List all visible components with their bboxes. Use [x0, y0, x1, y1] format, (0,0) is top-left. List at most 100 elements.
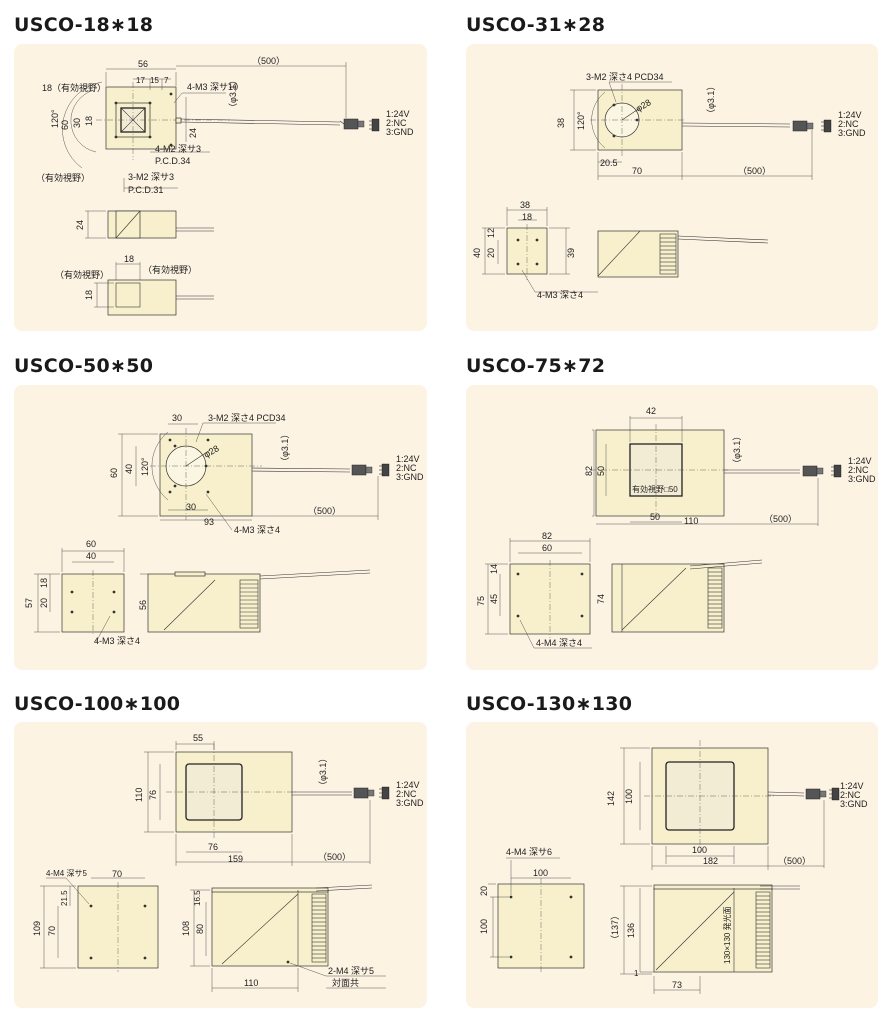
- dim-20-31: 20: [486, 248, 496, 258]
- dim-60: 60: [60, 120, 70, 130]
- m4b-label-100: 2-M4 深サ5: [328, 966, 374, 976]
- pin-1-label-50: 1:24V: [396, 454, 420, 464]
- drawing-usco-100-top-view: [144, 741, 390, 866]
- dim-182: 182: [703, 856, 718, 866]
- dim-70-31: 70: [632, 166, 642, 176]
- dim-18-31: 18: [522, 212, 532, 222]
- dim-57: 57: [24, 598, 34, 608]
- dim-1: 1: [634, 969, 639, 978]
- m3-label-31: 4-M3 深さ4: [537, 290, 583, 300]
- drawing-usco-31-side-view: [597, 230, 769, 278]
- dim-110b-100: 110: [244, 978, 258, 988]
- m2-label-50: 3-M2 深さ4 PCD34: [208, 413, 286, 423]
- dim-110-75: 110: [684, 516, 698, 526]
- dim-20-50: 20: [39, 598, 49, 608]
- dim-205: 20.5: [600, 158, 618, 168]
- dim-165: 16.5: [193, 890, 202, 906]
- dim-60t-50: 60: [86, 539, 96, 549]
- pin-1-label-100: 1:24V: [396, 780, 420, 790]
- pcd31-label: P.C.D.31: [128, 185, 163, 195]
- drawing-usco-18-bottom-view: [94, 262, 214, 316]
- dim-82t-75: 82: [542, 531, 552, 541]
- pin-1-label-75: 1:24V: [848, 456, 872, 466]
- m3-label-50: 4-M3 深さ4: [234, 525, 280, 535]
- model-title-usco-31: USCO-31∗28: [466, 14, 606, 36]
- dim-24: 24: [188, 128, 198, 138]
- phi-label-75: （φ3.1）: [732, 432, 742, 468]
- dim-76b-100: 76: [208, 842, 218, 852]
- dim-18v: 18: [84, 116, 94, 126]
- dim-12-31: 12: [486, 228, 496, 238]
- fov-left-label: （有効視野）: [36, 172, 90, 183]
- pin-1-label-130: 1:24V: [840, 781, 864, 791]
- angle-120-50: 120°: [140, 457, 150, 476]
- dim-40-50: 40: [124, 464, 134, 474]
- dim-50-75: 50: [596, 466, 606, 476]
- pin-3-label-31: 3:GND: [838, 128, 866, 138]
- dim-100t-130: 100: [533, 868, 548, 878]
- m3b-label-50: 4-M3 深さ4: [94, 636, 140, 646]
- dim-40t-50: 40: [86, 551, 96, 561]
- m2-label-31: 3-M2 深さ4 PCD34: [586, 72, 664, 82]
- dim-70v-100: 70: [47, 926, 57, 936]
- drawing-usco-31-front-view: [482, 207, 598, 293]
- dim-40-31: 40: [472, 248, 482, 258]
- fov-top-label: （有効視野）: [143, 264, 197, 275]
- dim-500-75: （500）: [764, 514, 797, 524]
- m4-label-130: 4-M4 深サ6: [506, 847, 552, 857]
- dim-110-100: 110: [134, 788, 144, 802]
- dim-45: 45: [489, 594, 499, 604]
- dim-76-100: 76: [148, 790, 158, 800]
- model-title-usco-75: USCO-75∗72: [466, 355, 606, 377]
- model-title-usco-18: USCO-18∗18: [14, 14, 154, 36]
- pin-2-label-75: 2:NC: [848, 465, 869, 475]
- pin-2-label-31: 2:NC: [838, 119, 859, 129]
- dim-500-130: （500）: [778, 856, 811, 866]
- phi-label-50: （φ3.1）: [280, 430, 290, 466]
- phi-label: （φ3.1）: [228, 76, 238, 112]
- dim-74: 74: [596, 594, 606, 604]
- model-title-usco-130: USCO-130∗130: [466, 693, 633, 715]
- dim-42: 42: [646, 406, 656, 416]
- fov-18-label: 18（有効視野）: [42, 82, 106, 93]
- dim-18t: 18: [124, 254, 134, 264]
- drawing-usco-75-front-view: [485, 538, 592, 649]
- angle-120: 120°: [50, 109, 60, 128]
- drawing-usco-75-top-view: [590, 416, 842, 526]
- dim-20-130: 20: [479, 886, 489, 896]
- dim-75: 75: [476, 596, 486, 606]
- dim-70-100: 70: [112, 869, 122, 879]
- drawing-usco-31-top-view: [570, 81, 832, 180]
- dim-39: 39: [566, 248, 576, 258]
- m2-label: 4-M2 深サ3: [155, 144, 201, 154]
- dim-17: 17: [136, 76, 145, 85]
- dim-142: 142: [606, 791, 616, 806]
- dim-14: 14: [489, 564, 499, 574]
- dim-24b: 24: [75, 220, 85, 230]
- dim-30-50: 30: [172, 413, 182, 423]
- dim-60t-75: 60: [542, 543, 552, 553]
- dim-60-50: 60: [109, 468, 119, 478]
- pin-2-label-130: 2:NC: [840, 790, 861, 800]
- dim-30b-50: 30: [186, 502, 196, 512]
- m3-label: 4-M3 深サ10: [187, 82, 238, 92]
- m4-label-100: 4-M4 深サ5: [46, 869, 87, 878]
- drawing-usco-130-front-view: [488, 857, 585, 972]
- pin-2-label: 2:NC: [386, 118, 407, 128]
- pin-1-label-31: 1:24V: [838, 110, 862, 120]
- drawing-usco-100-side-view: [190, 884, 386, 992]
- drawing-usco-18-top-view: [62, 62, 380, 192]
- drawing-usco-50-front-view: [34, 548, 125, 643]
- dim-50b-75: 50: [650, 512, 660, 522]
- dim-80-100: 80: [195, 924, 205, 934]
- dim-100b-130: 100: [692, 845, 707, 855]
- dim-500: （500）: [252, 56, 285, 66]
- dim-73: 73: [672, 980, 682, 990]
- dim-38t: 38: [520, 200, 530, 210]
- dim-18-50: 18: [39, 578, 49, 588]
- dim-18l: 18: [84, 290, 94, 300]
- pin-1-label: 1:24V: [386, 109, 410, 119]
- drawing-usco-100-front-view: [40, 877, 159, 972]
- dim-100v-130: 100: [479, 919, 489, 934]
